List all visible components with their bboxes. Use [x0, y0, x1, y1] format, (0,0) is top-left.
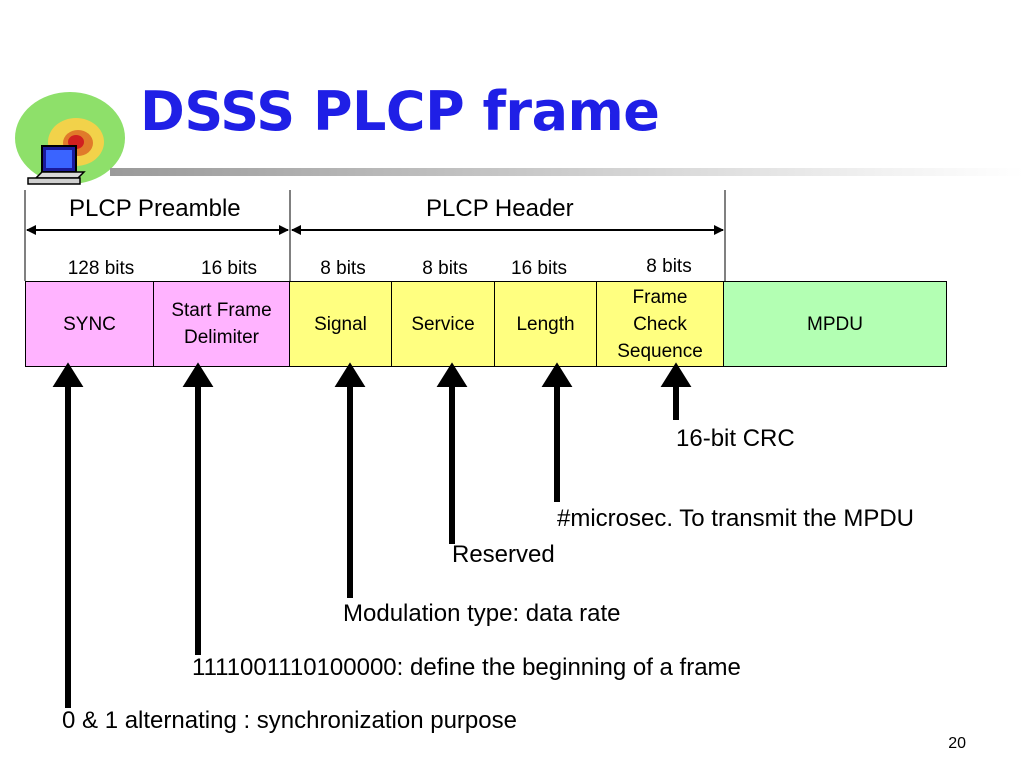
- description-sync: 0 & 1 alternating : synchronization purp…: [62, 707, 517, 734]
- description-sfd: 1111001110100000: define the beginning o…: [192, 654, 741, 681]
- arrow-sync-head: [52, 362, 84, 387]
- description-service: Reserved: [452, 541, 555, 568]
- field-mpdu-label: MPDU: [807, 313, 863, 335]
- arrow-fcs-head: [660, 362, 692, 387]
- computer-logo-icon: [15, 92, 125, 185]
- plcp-preamble-label: PLCP Preamble: [69, 195, 241, 222]
- frame-fields: SYNC Start Frame Delimiter Signal Servic…: [25, 281, 947, 367]
- description-signal: Modulation type: data rate: [343, 600, 621, 627]
- description-length: #microsec. To transmit the MPDU: [557, 505, 914, 532]
- arrow-signal-head: [334, 362, 366, 387]
- arrow-sfd-head: [182, 362, 214, 387]
- page-number: 20: [948, 735, 966, 752]
- arrow-service-head: [436, 362, 468, 387]
- slide-title: DSSS PLCP frame: [140, 80, 660, 143]
- bits-label-sync: 128 bits: [67, 258, 135, 279]
- bits-label-fcs: 8 bits: [646, 256, 692, 277]
- bits-label-length: 16 bits: [511, 258, 567, 279]
- bits-label-service: 8 bits: [422, 258, 468, 279]
- bits-label-signal: 8 bits: [320, 258, 366, 279]
- plcp-header-label: PLCP Header: [426, 195, 574, 222]
- field-signal-label: Signal: [314, 313, 367, 335]
- field-sync: SYNC: [25, 281, 154, 367]
- bits-label-sfd: 16 bits: [201, 258, 257, 279]
- field-sfd-label: Start Frame Delimiter: [171, 300, 272, 348]
- field-length-label: Length: [516, 313, 575, 335]
- description-crc: 16-bit CRC: [676, 425, 795, 452]
- field-service: Service: [392, 281, 495, 367]
- field-frame-check-sequence: Frame Check Sequence: [597, 281, 724, 367]
- field-sync-label: SYNC: [63, 313, 116, 335]
- field-fcs-label: Frame Check Sequence: [617, 286, 703, 362]
- field-start-frame-delimiter: Start Frame Delimiter: [154, 281, 290, 367]
- field-length: Length: [495, 281, 597, 367]
- field-service-label: Service: [411, 313, 475, 335]
- arrow-length-head: [541, 362, 573, 387]
- title-divider: [110, 168, 1024, 176]
- field-mpdu: MPDU: [724, 281, 947, 367]
- field-signal: Signal: [290, 281, 392, 367]
